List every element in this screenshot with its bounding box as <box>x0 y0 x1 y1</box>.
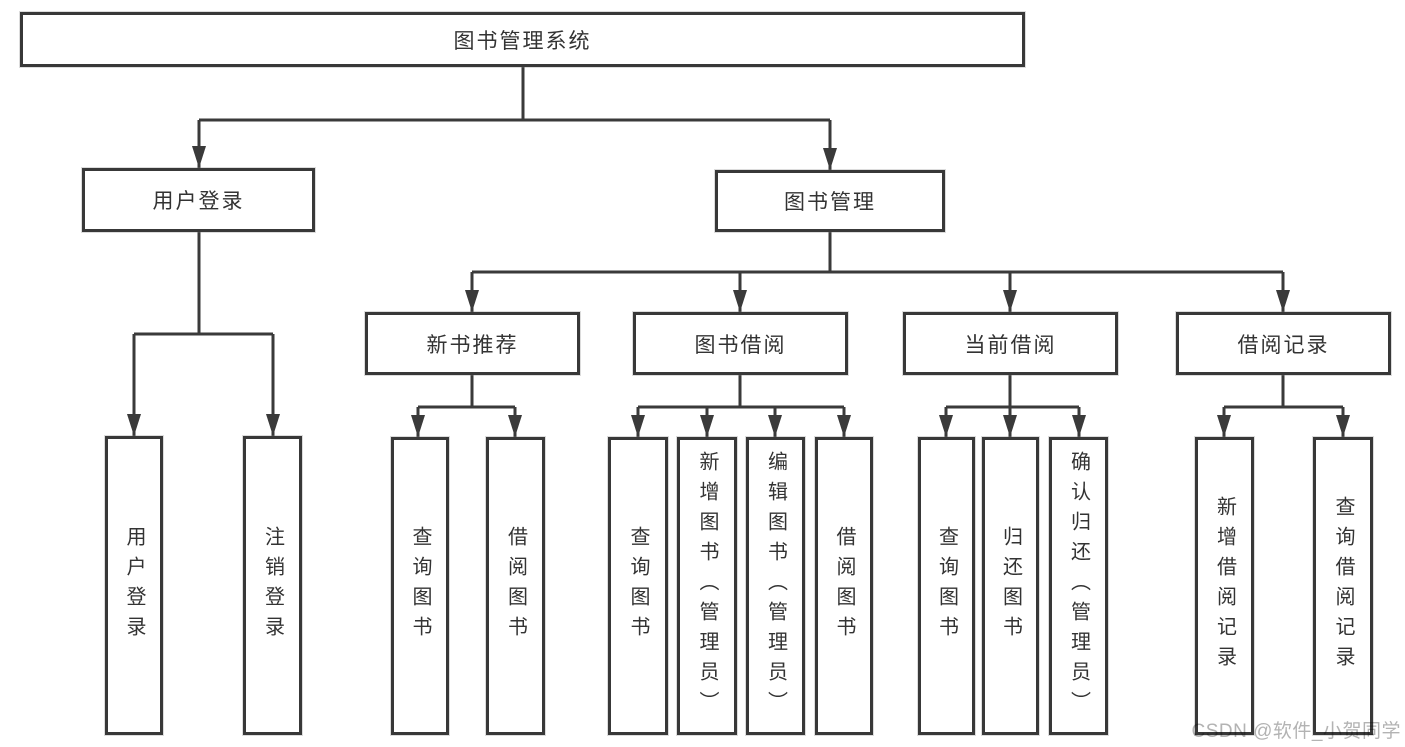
leaf-query-books: 查询图书 <box>391 437 449 735</box>
leaf-query-books: 查询图书 <box>918 437 975 735</box>
connector-trunks <box>134 67 1343 409</box>
node-label: 注销登录 <box>261 525 284 646</box>
node-label: 查询借阅记录 <box>1332 496 1354 676</box>
node-new-book-recommend: 新书推荐 <box>365 312 580 375</box>
node-label: 图书管理系统 <box>453 29 592 53</box>
node-label: 用户登录 <box>123 525 145 646</box>
leaf-add-books-admin: 新增图书（管理员） <box>677 437 737 735</box>
node-user-login: 用户登录 <box>82 168 315 232</box>
node-label: 借阅图书 <box>833 526 855 646</box>
leaf-borrow-books: 借阅图书 <box>815 437 873 735</box>
leaf-edit-books-admin: 编辑图书（管理员） <box>746 437 805 735</box>
node-book-borrowing: 图书借阅 <box>633 312 848 375</box>
leaf-logout: 注销登录 <box>243 436 302 735</box>
leaf-borrow-books: 借阅图书 <box>486 437 545 735</box>
node-label: 确认归还（管理员） <box>1067 451 1090 721</box>
node-label: 借阅图书 <box>504 526 527 646</box>
node-label: 新书推荐 <box>426 333 519 357</box>
node-label: 新增借阅记录 <box>1213 496 1236 676</box>
node-label: 新增图书（管理员） <box>696 451 718 721</box>
node-borrowing-records: 借阅记录 <box>1176 312 1391 375</box>
node-label: 图书管理 <box>784 191 876 214</box>
leaf-query-books: 查询图书 <box>608 437 668 735</box>
node-label: 图书借阅 <box>694 333 787 357</box>
node-label: 当前借阅 <box>964 333 1057 357</box>
leaf-confirm-return-admin: 确认归还（管理员） <box>1049 437 1108 735</box>
node-label: 查询图书 <box>935 526 958 646</box>
node-label: 借阅记录 <box>1237 333 1330 357</box>
node-label: 用户登录 <box>152 190 245 213</box>
leaf-query-borrow-record: 查询借阅记录 <box>1313 437 1373 735</box>
csdn-watermark: CSDN @软件_小贺同学 <box>1191 721 1401 742</box>
node-label: 查询图书 <box>409 526 431 646</box>
node-label: 编辑图书（管理员） <box>764 451 787 721</box>
node-current-borrowing: 当前借阅 <box>903 312 1118 375</box>
node-label: 归还图书 <box>999 526 1022 646</box>
leaf-return-books: 归还图书 <box>982 437 1039 735</box>
node-book-management: 图书管理 <box>715 170 945 232</box>
leaf-user-login: 用户登录 <box>105 436 163 735</box>
node-label: 查询图书 <box>627 526 649 646</box>
leaf-add-borrow-record: 新增借阅记录 <box>1195 437 1254 735</box>
node-library-management-system: 图书管理系统 <box>20 12 1025 67</box>
